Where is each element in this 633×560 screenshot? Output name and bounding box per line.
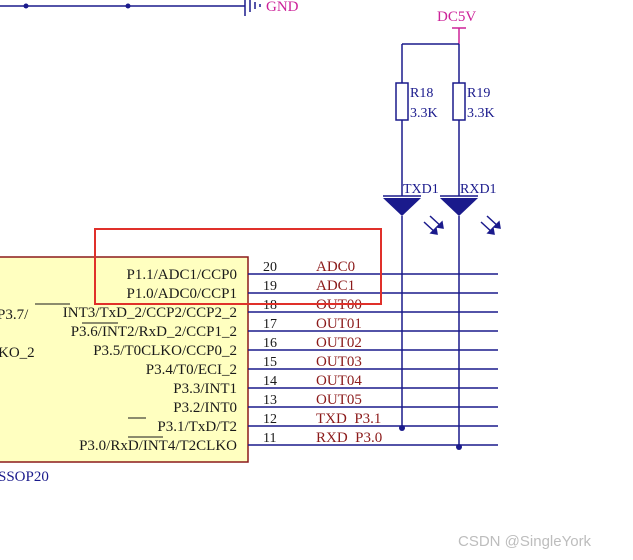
net-label: OUT02 xyxy=(316,335,362,351)
watermark: CSDN @SingleYork xyxy=(458,533,592,550)
pin-function-label: P3.5/T0CLKO/CCP0_2 xyxy=(93,343,237,359)
pin-function-label: P3.3/INT1 xyxy=(173,381,237,397)
r19-ref: R19 xyxy=(467,86,490,101)
net-label: OUT01 xyxy=(316,316,362,332)
net-label: ADC1 xyxy=(316,278,355,294)
rxd1-label: RXD1 xyxy=(460,182,497,197)
pin-function-label: P3.2/INT0 xyxy=(173,400,237,416)
junction-txd xyxy=(399,425,405,431)
pin-function-label: P1.1/ADC1/CCP0 xyxy=(127,267,237,283)
net-label: OUT03 xyxy=(316,354,362,370)
pin-function-label: P3.4/T0/ECI_2 xyxy=(146,362,237,378)
pin-function-label: P3.0/RxD/INT4/T2CLKO xyxy=(79,438,237,454)
resistor-r18: R18 3.3K xyxy=(395,44,438,196)
chip-left-fragment-p37: P3.7/ xyxy=(0,307,29,323)
chip-package-label: SSOP20 xyxy=(0,469,49,485)
net-label: TXD P3.1 xyxy=(316,411,381,427)
pin-number: 13 xyxy=(263,393,277,408)
pin-number: 11 xyxy=(263,431,276,446)
pin-number: 12 xyxy=(263,412,277,427)
pin-number: 19 xyxy=(263,279,277,294)
r18-value: 3.3K xyxy=(410,106,438,121)
pin-number: 20 xyxy=(263,260,277,275)
pin-number: 14 xyxy=(263,374,277,389)
r18-ref: R18 xyxy=(410,86,433,101)
r19-value: 3.3K xyxy=(467,106,495,121)
pin-function-label: P1.0/ADC0/CCP1 xyxy=(127,286,237,302)
net-label: OUT04 xyxy=(316,373,362,389)
dc5v-label: DC5V xyxy=(437,9,476,25)
junction-rxd xyxy=(456,444,462,450)
txd1-label: TXD1 xyxy=(403,182,439,197)
net-label: OUT05 xyxy=(316,392,362,408)
pin-number: 18 xyxy=(263,298,277,313)
gnd-label: GND xyxy=(266,0,299,15)
led-txd1: TXD1 xyxy=(383,182,444,428)
net-label: RXD P3.0 xyxy=(316,430,382,446)
resistor-r19: R19 3.3K xyxy=(452,44,495,196)
pin-function-label: P3.6/INT2/RxD_2/CCP1_2 xyxy=(71,324,237,340)
pin-number: 15 xyxy=(263,355,277,370)
txd1-light-arrows-icon xyxy=(423,215,444,235)
pin-function-label: INT3/TxD_2/CCP2/CCP2_2 xyxy=(63,305,237,321)
highlight-box xyxy=(94,228,382,305)
rxd1-light-arrows-icon xyxy=(480,215,501,235)
chip-left-fragment-ko2: KO_2 xyxy=(0,345,35,361)
mcu-chip: SSOP20 P3.7/ KO_2 xyxy=(0,256,249,485)
net-label: ADC0 xyxy=(316,259,355,275)
gnd-net: GND xyxy=(0,0,299,16)
dc5v-power-symbol: DC5V xyxy=(402,9,476,45)
pin-number: 17 xyxy=(263,317,277,332)
pin-number: 16 xyxy=(263,336,277,351)
pin-function-label: P3.1/TxD/T2 xyxy=(157,419,237,435)
